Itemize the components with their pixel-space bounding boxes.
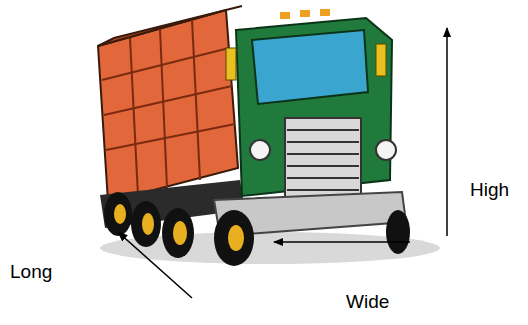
bed-rib — [192, 20, 200, 180]
wheel — [214, 210, 254, 266]
grille-bars — [287, 130, 359, 190]
windshield — [252, 30, 368, 104]
wheel-hub — [142, 213, 154, 235]
grille — [285, 118, 361, 198]
wheel — [162, 208, 194, 258]
grille-bar — [287, 141, 359, 143]
dimension-label: Long — [10, 262, 52, 281]
grille-bar — [287, 189, 359, 191]
roof-light — [320, 9, 330, 16]
height-arrow — [446, 28, 448, 236]
length-arrow — [118, 232, 192, 298]
bed-rib — [102, 48, 229, 80]
grille-bar — [287, 177, 359, 179]
grille-bar — [287, 129, 359, 131]
dump-bed-rim — [98, 6, 242, 46]
bed-rib — [106, 124, 235, 150]
headlight — [376, 140, 396, 160]
grille-bar — [287, 165, 359, 167]
bed-rib — [130, 38, 138, 196]
wheel-hub — [173, 221, 187, 245]
width-arrow — [274, 241, 410, 243]
mirror — [376, 44, 386, 76]
bed-rib — [104, 86, 232, 115]
wheel-hub — [228, 225, 244, 251]
headlight — [250, 140, 270, 160]
wheel-hub — [114, 204, 126, 224]
wheel — [104, 192, 132, 236]
roof-light — [300, 10, 310, 17]
grille-bar — [287, 153, 359, 155]
mirror — [226, 48, 236, 80]
wheel — [386, 210, 410, 254]
dimension-label: High — [470, 180, 509, 199]
roof-light — [280, 12, 290, 19]
bed-rib — [160, 29, 167, 188]
wheel — [131, 201, 161, 247]
rear-wheels — [104, 192, 194, 258]
bed-grid — [102, 20, 235, 196]
dimension-label: Wide — [346, 292, 389, 311]
